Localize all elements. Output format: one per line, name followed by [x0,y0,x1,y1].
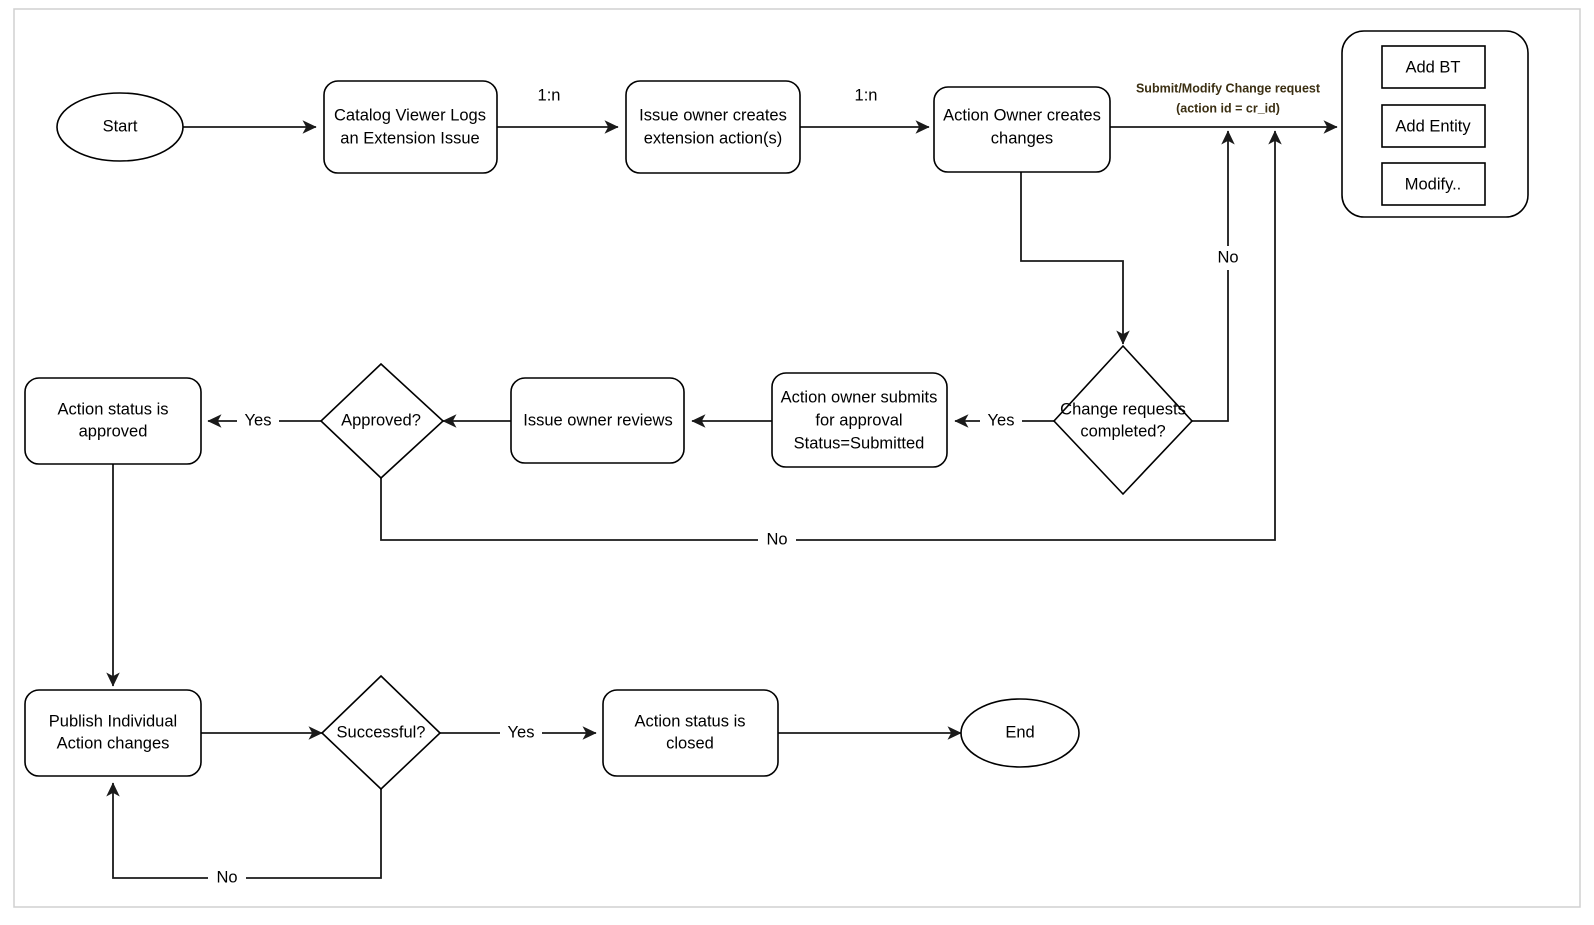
option-add-entity-box [1381,104,1486,148]
edge-label-catalog-to-issue-owner: 1:n [538,86,561,104]
node-issue-owner-reviews[interactable]: Issue owner reviews [510,377,685,464]
start-ellipse [56,92,184,162]
label-bg-approved-yes [237,410,279,432]
action-owner-creates-label-line2: changes [991,129,1053,147]
edge-label-issue-owner-to-action-owner: 1:n [855,86,878,104]
start-label: Start [103,117,138,135]
edge-label-submit-modify-line1: Submit/Modify Change request [1136,81,1321,95]
label-bg-1n-a [527,83,571,105]
option-add-entity[interactable]: Add Entity [1381,104,1486,148]
change-request-options-panel[interactable]: Add BT Add Entity Modify.. [1341,30,1529,218]
edge-label-change-requests-yes: Yes [988,411,1015,429]
publish-individual-label-line2: Action changes [57,734,170,752]
option-add-bt-label: Add BT [1405,58,1460,76]
node-start[interactable]: Start [56,92,184,162]
action-owner-submits-label-line2: for approval [815,411,902,429]
successful-diamond [320,674,442,791]
publish-individual-box [24,689,202,777]
action-status-approved-box [24,377,202,465]
edge-label-approved-yes: Yes [245,411,272,429]
edge-label-submit-modify-line2: (action id = cr_id) [1176,101,1280,115]
option-add-bt[interactable]: Add BT [1381,45,1486,89]
catalog-viewer-box [323,80,498,174]
issue-owner-reviews-box [510,377,685,464]
catalog-viewer-label-line1: Catalog Viewer Logs [334,106,486,124]
label-bg-cr-no [1209,246,1247,270]
option-modify-label: Modify.. [1405,175,1462,193]
action-owner-submits-label-line3: Status=Submitted [794,434,925,452]
approved-diamond [319,362,445,480]
option-add-bt-box [1381,45,1486,89]
label-bg-approved-no [758,529,796,551]
node-issue-owner-creates[interactable]: Issue owner creates extension action(s) [625,80,801,174]
edge-action-owner-to-change-requests [1020,172,1130,345]
action-status-approved-label-line2: approved [79,422,148,440]
node-catalog-viewer[interactable]: Catalog Viewer Logs an Extension Issue [323,80,498,174]
node-change-requests-completed[interactable]: Change requests completed? [1052,344,1194,496]
action-status-closed-label-line2: closed [666,734,714,752]
action-owner-creates-box [933,86,1111,173]
option-modify-box [1381,162,1486,206]
change-requests-label-line2: completed? [1080,422,1165,440]
action-owner-submits-label-line1: Action owner submits [781,388,938,406]
action-owner-creates-label-line1: Action Owner creates [943,106,1101,124]
node-action-status-closed[interactable]: Action status is closed [602,689,779,777]
edge-label-successful-no: No [216,868,237,886]
label-bg-successful-yes [500,722,542,744]
action-owner-submits-box [771,372,948,468]
node-approved[interactable]: Approved? [319,362,445,480]
change-requests-label-line1: Change requests [1060,400,1186,418]
label-bg-cr-yes [980,410,1022,432]
edge-label-approved-no: No [766,530,787,548]
action-status-approved-label-line1: Action status is [58,400,169,418]
edges-layer: up to main line --> Action owner submits… [106,120,1338,879]
node-action-status-approved[interactable]: Action status is approved [24,377,202,465]
issue-owner-creates-label-line2: extension action(s) [644,129,783,147]
node-end[interactable]: End [960,698,1080,768]
issue-owner-creates-label-line1: Issue owner creates [639,106,787,124]
catalog-viewer-label-line2: an Extension Issue [340,129,479,147]
publish-individual-label-line1: Publish Individual [49,712,177,730]
edge-successful-no [106,782,382,879]
action-status-closed-box [602,689,779,777]
node-successful[interactable]: Successful? [320,674,442,791]
label-bg-successful-no [208,867,246,889]
node-publish-individual[interactable]: Publish Individual Action changes [24,689,202,777]
issue-owner-reviews-label: Issue owner reviews [523,411,672,429]
label-bg-1n-b [844,83,888,105]
issue-owner-creates-box [625,80,801,174]
node-action-owner-submits[interactable]: Action owner submits for approval Status… [771,372,948,468]
edge-labels-layer: 1:n 1:n Submit/Modify Change request (ac… [208,81,1321,889]
change-requests-diamond [1052,344,1194,496]
option-modify[interactable]: Modify.. [1381,162,1486,206]
option-add-entity-label: Add Entity [1395,117,1471,135]
action-status-closed-label-line1: Action status is [635,712,746,730]
end-ellipse [960,698,1080,768]
approved-label: Approved? [341,411,421,429]
end-label: End [1005,723,1034,741]
edge-label-change-requests-no: No [1217,248,1238,266]
page-frame [13,8,1581,908]
edge-label-successful-yes: Yes [508,723,535,741]
node-action-owner-creates[interactable]: Action Owner creates changes [933,86,1111,173]
edge-change-requests-no [1192,130,1235,422]
edge-approved-no [380,130,1282,541]
successful-label: Successful? [337,723,426,741]
